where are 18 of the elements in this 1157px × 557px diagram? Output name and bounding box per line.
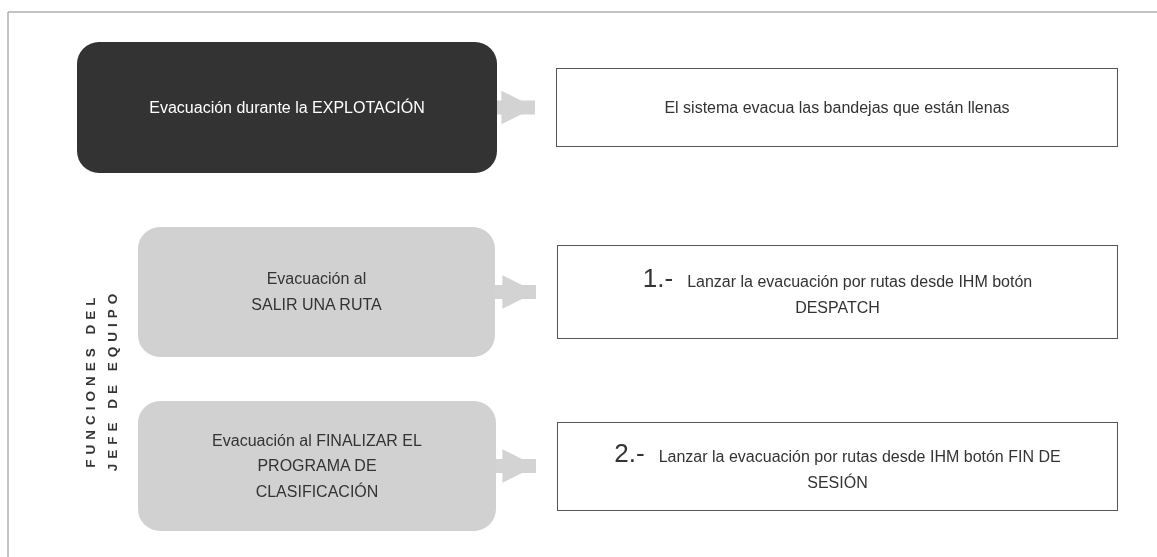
process-box (77, 42, 497, 173)
box-text: El sistema evacua las bandejas que están llenas (664, 98, 1010, 116)
step-number: 1.- (642, 263, 674, 294)
box-text: Lanzar la evacuación por rutas desde IHM botón FIN DE SESIÓN (658, 447, 1061, 491)
block-arrow (496, 449, 536, 483)
block-arrow (497, 90, 535, 125)
result-box (557, 422, 1118, 511)
process-box (138, 401, 496, 531)
step-number: 2.- (614, 437, 645, 468)
block-arrow (495, 275, 536, 309)
side-label: FUNCIONES DEL JEFE DE EQUIPO (82, 287, 121, 474)
result-box (556, 68, 1118, 147)
box-text: Lanzar la evacuación por rutas desde IHM botón DESPATCH (687, 273, 1033, 316)
box-text: Evacuación al FINALIZAR EL PROGRAMA DE CLASIFICACIÓN (212, 431, 422, 500)
box-text: Evacuación durante la EXPLOTACIÓN (149, 98, 425, 116)
box-text: Evacuación al SALIR UNA RUTA (251, 270, 382, 313)
process-box (138, 227, 495, 357)
result-box (557, 245, 1118, 339)
